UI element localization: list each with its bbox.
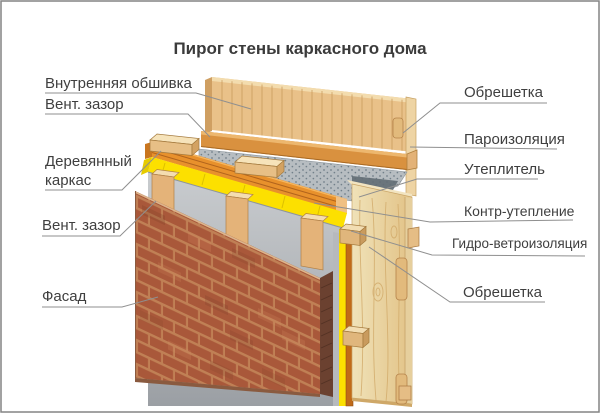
frame-blocks [149,133,370,349]
brick-side-course-line [320,294,333,301]
brick-side-course-line [320,282,333,289]
brick-shade-patch [205,295,228,316]
label-lathing-bottom: Обрешетка [463,284,543,301]
yellow-strip [339,229,346,406]
batten-end-cap [406,149,418,171]
label-lathing-top: Обрешетка [464,84,544,101]
brick-side-face [320,271,333,397]
brick-shade-patch [262,368,285,389]
leader-inner-cladding [45,92,252,110]
counter-insulation-band [148,157,347,228]
page-title: Пирог стены каркасного дома [173,39,427,58]
brick-courses [135,191,320,394]
brick-side-course-lines [320,282,333,385]
gray-strip [333,232,339,406]
brick-shade-patch [210,360,233,381]
brick-shade-patches [140,205,305,389]
frame-board-gap-2 [151,152,348,210]
batten-top-bevel [201,131,407,158]
label-counter-insulation: Контр-утепление [464,203,575,219]
leader-vent-gap-bottom [42,200,157,237]
brick-side-course-line [320,378,333,385]
batten-bottom-line [200,146,408,170]
frame-board-right-end-grain [336,196,347,214]
leader-vapor-barrier [409,146,558,150]
panel-bottom-edge [352,398,412,407]
brick-bottom-edge [135,378,320,397]
leader-lathing-top [402,102,547,134]
panel-batten-top [392,117,404,139]
lathing-cube-upper [339,223,367,247]
brick-top-mortar-line [134,191,321,280]
brick-side-course-line [320,366,333,373]
frame-board-band [152,142,347,214]
leader-wooden-frame [45,150,162,191]
brick-shade-patch [282,330,305,351]
lathing-cube-lower [342,325,370,349]
panel-side-block-top [407,226,420,249]
cladding-side-edge [205,77,212,134]
leader-lathing-bottom [368,246,545,303]
leader-facade [42,296,159,308]
brick-shade-patch [158,262,181,283]
brick-shade-patch [168,340,191,361]
label-wooden-frame-line1: Деревянный [45,153,132,170]
leader-lines [42,92,586,308]
plank-joint-lines [221,80,403,151]
label-inner-cladding: Внутренняя обшивка [45,75,193,92]
brick-side-course-line [320,306,333,313]
brick-shade-patch [232,248,255,269]
label-vent-gap-top: Вент. зазор [45,96,124,113]
stud-3 [300,213,329,271]
brick-shade-patch [230,330,253,351]
labels: Внутренняя обшивка Вент. зазор Деревянны… [42,75,587,305]
brick-side-course-line [320,330,333,337]
brick-shade-patch [140,310,163,331]
panel-batten-middle [395,257,408,301]
layer-edge-strips [333,225,354,407]
label-insulation: Утеплитель [464,161,545,178]
leader-vent-gap-top [45,113,211,138]
brick-shade-patch [258,308,281,329]
insulation-panel [347,117,420,407]
panel-right-edge [405,197,412,404]
leader-insulation [358,178,538,198]
brick-side-course-line [320,354,333,361]
leader-counter-insulation [313,202,574,223]
batten-face [201,131,407,170]
leader-hydro-wind-barrier [350,230,586,257]
label-facade: Фасад [42,288,87,305]
counter-insulation-hatch [161,162,321,219]
label-hydro-wind-barrier: Гидро-ветроизоляция [452,236,587,251]
label-vent-gap-bottom: Вент. зазор [42,217,121,234]
top-lathing-batten [200,131,418,171]
brick-side-course-line [320,318,333,325]
panel-side-block-bottom [398,385,412,401]
brick-shade-patch [142,205,165,226]
brick-facade [134,191,333,397]
brick-shade-patch [188,232,211,253]
frame-block-middle [234,155,285,179]
label-vapor-barrier: Пароизоляция [464,131,565,148]
stud-2 [225,191,254,248]
brick-side-course-line [320,342,333,349]
interior-cladding [205,77,413,152]
panel-grain [359,197,401,404]
frame-board-gap-1 [151,147,348,205]
label-wooden-frame-line2: каркас [45,172,92,189]
